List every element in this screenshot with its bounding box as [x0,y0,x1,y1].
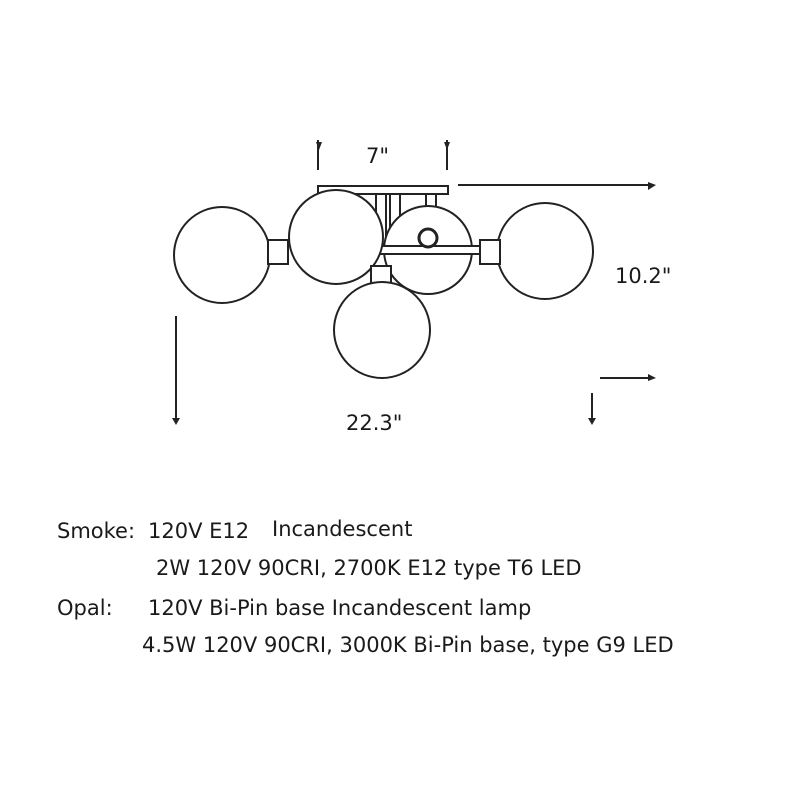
spec-opal-line2: 4.5W 120V 90CRI, 3000K Bi-Pin base, type… [142,633,674,657]
dim-width-right-arrow [588,418,596,425]
spec-opal-line1: 120V Bi-Pin base Incandescent lamp [148,596,532,620]
dim-7-right-arrow [444,142,450,150]
dim-height-label: 10.2" [615,264,671,288]
dim-height-bottom-arrow [648,374,656,381]
dim-canopy-width-label: 7" [366,144,389,168]
socket-left [267,239,289,265]
globe-top-left [288,189,384,285]
spec-smoke-label: Smoke: [57,519,136,543]
dim-height-top-arrow [648,182,656,190]
spec-smoke-line1: 120V E12 [148,519,250,543]
fixture-dimension-diagram: 7" 10.2" 22.3" [172,140,671,435]
globe-right [496,202,594,300]
dim-7-left-arrow [316,142,322,150]
socket-right [479,239,501,265]
spec-smoke-line1b: Incandescent [272,517,413,541]
globe-bottom [333,281,431,379]
center-knob [417,227,439,249]
dim-width-left-arrow [172,418,180,425]
dim-overall-width-label: 22.3" [346,411,402,435]
arm-bar-front [379,245,493,255]
globe-left [173,206,271,304]
spec-smoke-line2: 2W 120V 90CRI, 2700K E12 type T6 LED [156,556,582,580]
spec-opal-label: Opal: [57,596,113,620]
